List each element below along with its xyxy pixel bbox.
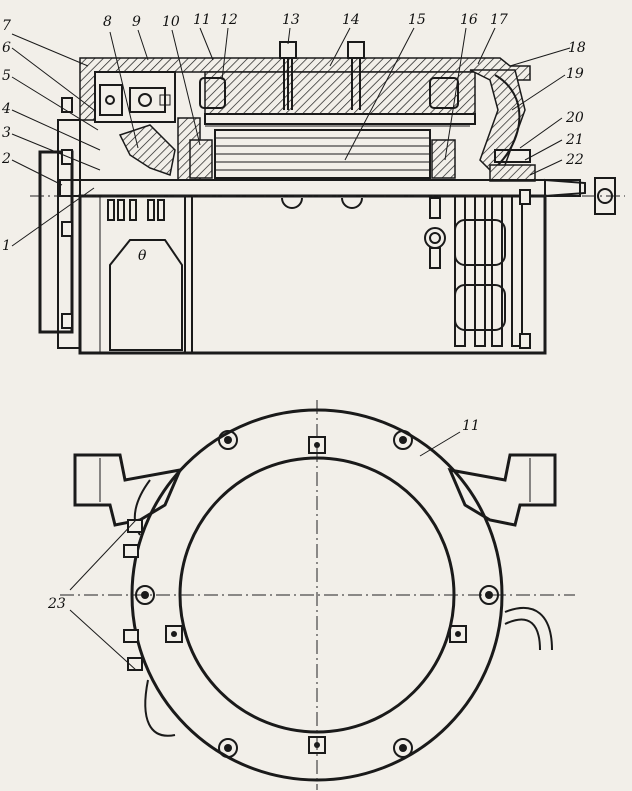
cable xyxy=(504,606,553,651)
callout-19: 19 xyxy=(566,66,584,82)
callout-14: 14 xyxy=(342,12,360,28)
callout-7: 7 xyxy=(2,18,11,34)
inspection-window xyxy=(109,239,183,351)
window-mark: θ xyxy=(138,248,147,264)
shaft-end xyxy=(544,178,586,198)
callout-11: 11 xyxy=(193,12,211,28)
callout-2: 2 xyxy=(1,151,11,167)
callout-23: 23 xyxy=(47,596,66,612)
callout-9: 9 xyxy=(132,14,141,30)
longitudinal-section-view: θ xyxy=(1,12,625,355)
callout-5: 5 xyxy=(2,68,11,84)
flange-bolts xyxy=(135,430,499,758)
callout-13: 13 xyxy=(282,12,300,28)
leader-lines xyxy=(11,27,571,247)
shaft xyxy=(59,179,581,197)
part-23-bolts xyxy=(123,519,143,671)
clamping-bolts xyxy=(279,41,365,110)
callout-20: 20 xyxy=(565,110,584,126)
callout-1: 1 xyxy=(2,238,11,254)
callout-22: 22 xyxy=(565,152,584,168)
callout-6: 6 xyxy=(2,40,11,56)
callout-16: 16 xyxy=(460,12,478,28)
end-view: 11 23 xyxy=(47,400,575,790)
callout-numbers: 7 6 5 4 3 2 1 8 9 10 11 12 13 14 15 16 1… xyxy=(1,12,586,254)
terminal-plug xyxy=(424,197,446,269)
callout-21: 21 xyxy=(565,132,584,148)
callout-18: 18 xyxy=(568,40,586,56)
callout-10: 10 xyxy=(162,14,180,30)
callout-15: 15 xyxy=(408,12,426,28)
callout-3: 3 xyxy=(2,125,11,141)
brake-disks xyxy=(454,195,523,347)
end-shield-right xyxy=(469,69,526,171)
callout-12: 12 xyxy=(220,12,238,28)
callout-11-end-view: 11 xyxy=(462,418,480,434)
mounting-foot-right xyxy=(447,453,557,527)
callout-17: 17 xyxy=(490,12,508,28)
fan-section xyxy=(118,124,176,176)
callout-8: 8 xyxy=(103,14,112,30)
callout-4: 4 xyxy=(1,101,11,117)
